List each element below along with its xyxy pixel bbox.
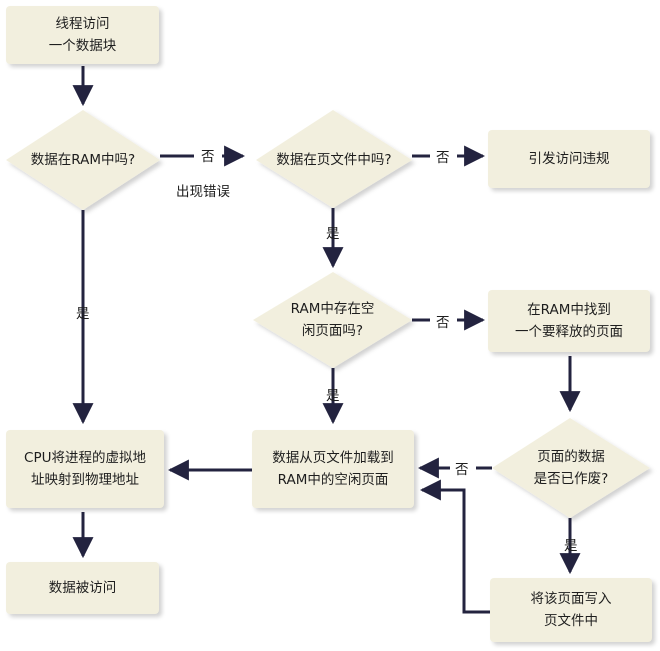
node-find-page: 在RAM中找到 一个要释放的页面 <box>488 290 650 352</box>
node-cpu-map-line-1: CPU将进程的虚拟地 <box>24 450 146 466</box>
node-write-page-line-2: 页文件中 <box>544 613 598 629</box>
node-start-line-2: 一个数据块 <box>48 38 117 54</box>
node-access-violation-text: 引发访问违规 <box>528 151 610 167</box>
decision-free-page-line-1: RAM中存在空 <box>290 301 375 317</box>
label-free-no: 否 <box>436 315 450 331</box>
decision-dirty-line-1: 页面的数据 <box>537 449 605 465</box>
label-dirty-no: 否 <box>455 462 469 478</box>
node-start-line-1: 线程访问 <box>55 16 110 32</box>
decision-free-page: RAM中存在空 闲页面吗? <box>253 296 412 344</box>
node-cpu-map-line-2: 址映射到物理地址 <box>31 472 139 488</box>
label-pagefile-no: 否 <box>436 150 450 166</box>
label-free-yes: 是 <box>326 388 340 404</box>
arrow-write-to-load <box>419 479 492 614</box>
decision-dirty-line-2: 是否已作废? <box>533 471 609 487</box>
node-find-page-line-2: 一个要释放的页面 <box>515 324 623 340</box>
label-ram-yes: 是 <box>76 306 90 322</box>
node-find-page-line-1: 在RAM中找到 <box>527 302 611 318</box>
label-pagefile-yes: 是 <box>326 226 340 242</box>
node-data-accessed: 数据被访问 <box>6 562 159 614</box>
node-load-page-line-2: RAM中的空闲页面 <box>277 472 389 488</box>
node-load-page: 数据从页文件加载到 RAM中的空闲页面 <box>252 430 414 508</box>
decision-in-ram: 数据在RAM中吗? <box>6 140 160 180</box>
node-load-page-line-1: 数据从页文件加载到 <box>272 450 394 466</box>
decision-in-pagefile-shape <box>256 110 412 208</box>
decision-in-pagefile-text: 数据在页文件中吗? <box>276 152 392 168</box>
node-write-page: 将该页面写入 页文件中 <box>490 578 652 642</box>
label-error: 出现错误 <box>176 184 230 200</box>
decision-dirty: 页面的数据 是否已作废? <box>492 444 650 492</box>
decision-dirty-shape <box>492 418 650 518</box>
decision-in-pagefile: 数据在页文件中吗? <box>256 140 412 180</box>
node-write-page-line-1: 将该页面写入 <box>530 591 612 607</box>
decision-in-ram-shape <box>6 110 160 210</box>
decision-free-page-line-2: 闲页面吗? <box>301 323 364 339</box>
node-start: 线程访问 一个数据块 <box>6 6 159 64</box>
node-data-accessed-text: 数据被访问 <box>48 580 117 596</box>
node-access-violation: 引发访问违规 <box>488 130 650 188</box>
node-cpu-map: CPU将进程的虚拟地 址映射到物理地址 <box>6 430 164 508</box>
decision-in-ram-text: 数据在RAM中吗? <box>30 152 136 168</box>
decision-free-page-shape <box>253 272 412 368</box>
label-ram-no: 否 <box>201 149 215 165</box>
label-dirty-yes: 是 <box>564 538 578 554</box>
